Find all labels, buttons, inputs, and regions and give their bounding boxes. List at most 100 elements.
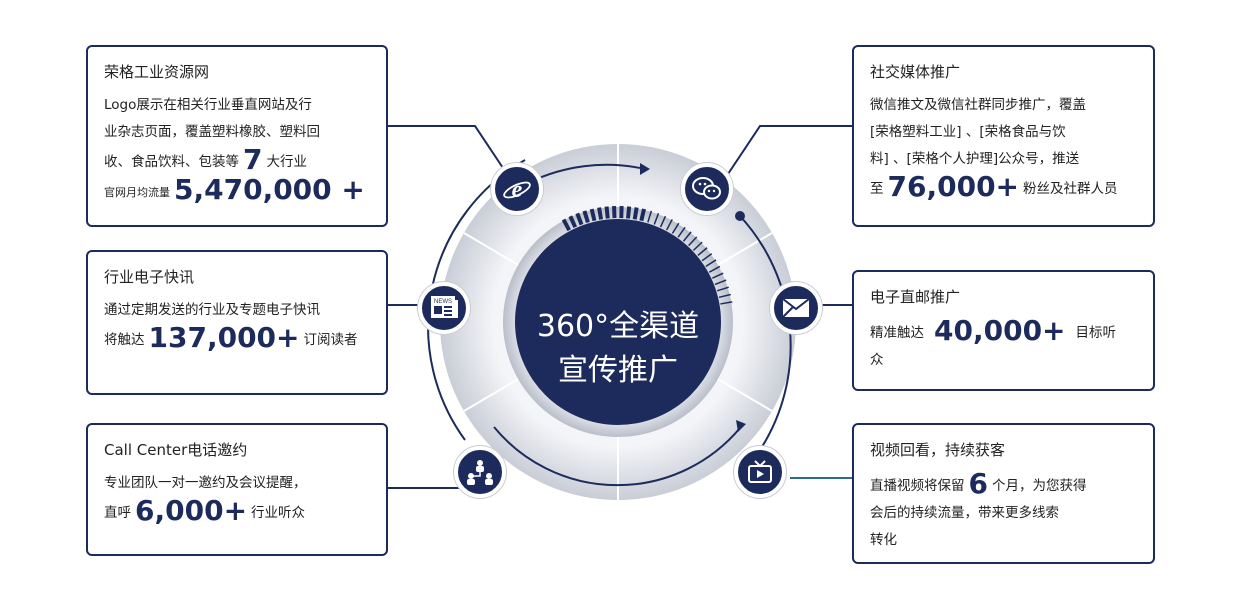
- box-industry-web: 荣格工业资源网 Logo展示在相关行业垂直网站及行 业杂志页面，覆盖塑料橡胶、塑…: [86, 45, 388, 227]
- edm-body: 精准触达 40,000+ 目标听 众: [870, 317, 1137, 374]
- center-title-line1: 360°全渠道: [536, 309, 700, 344]
- enews-title: 行业电子快讯: [104, 268, 195, 286]
- box-edm: 电子直邮推广 精准触达 40,000+ 目标听 众: [852, 270, 1155, 391]
- team-network-icon: [454, 446, 506, 498]
- tick-mark: [677, 226, 686, 238]
- enews-count: 137,000+: [148, 321, 300, 354]
- social-line2: [荣格塑料工业] 、[荣格食品与饮: [870, 124, 1066, 140]
- call-center-line2-post: 行业听众: [251, 505, 306, 521]
- tick-mark: [697, 247, 708, 257]
- tick-mark: [701, 253, 713, 262]
- call-center-line2-pre: 直呼: [104, 505, 131, 521]
- social-line4-post: 粉丝及社群人员: [1023, 181, 1118, 197]
- tick-mark: [688, 236, 698, 247]
- call-center-count: 6,000+: [135, 494, 248, 527]
- industry-web-line3-post: 大行业: [266, 154, 307, 170]
- social-title: 社交媒体推广: [870, 63, 961, 81]
- enews-line2-pre: 将触达: [104, 332, 145, 348]
- edm-line1-post: 目标听: [1075, 325, 1117, 341]
- center-disc: [515, 219, 721, 425]
- social-count: 76,000+: [887, 170, 1020, 203]
- industry-web-traffic-label: 官网月均流量: [104, 186, 170, 199]
- ring-segments: [463, 144, 773, 500]
- edm-count: 40,000+: [934, 314, 1066, 347]
- orbit-arc-top: [529, 163, 641, 183]
- tick-mark: [575, 212, 584, 226]
- industry-web-count: 7: [243, 143, 263, 176]
- tick-mark: [589, 208, 597, 222]
- social-body: 微信推文及微信社群同步推广，覆盖 [荣格塑料工业] 、[荣格食品与饮 料] 、[…: [870, 92, 1137, 203]
- industry-web-line1: Logo展示在相关行业垂直网站及行: [104, 97, 312, 113]
- call-center-line1: 专业团队一对一邀约及会议提醒，: [104, 475, 307, 491]
- tick-mark: [582, 210, 590, 224]
- orbit-dot: [735, 211, 745, 221]
- industry-web-traffic: 5,470,000 +: [174, 173, 365, 206]
- tick-mark: [568, 215, 578, 229]
- tick-mark: [647, 210, 653, 223]
- wechat-icon: [681, 163, 733, 215]
- edm-line1-pre: 精准触达: [870, 325, 924, 341]
- news-label: NEWS: [434, 299, 452, 305]
- tick-mark: [604, 206, 610, 219]
- envelope-icon: [770, 282, 822, 334]
- edm-title: 电子直邮推广: [870, 288, 961, 306]
- video-line2: 会后的持续流量，带来更多线索: [870, 505, 1059, 521]
- tick-mark: [561, 218, 571, 232]
- tick-mark: [682, 231, 692, 242]
- center-title-line2: 宣传推广: [558, 353, 678, 388]
- tick-mark: [716, 286, 729, 292]
- video-line3: 转化: [870, 532, 897, 548]
- orbit-arrow-bottom: [736, 420, 746, 432]
- tick-mark: [632, 207, 639, 220]
- industry-web-title: 荣格工业资源网: [104, 63, 210, 81]
- enews-line1: 通过定期发送的行业及专题电子快讯: [104, 302, 320, 318]
- connector-industry-web: [388, 125, 516, 187]
- tick-mark: [718, 293, 731, 299]
- connector-social: [719, 125, 852, 187]
- video-line1-post: 个月，为您获得: [991, 478, 1087, 494]
- tv-play-icon: [734, 446, 786, 498]
- tick-mark: [659, 215, 667, 228]
- tick-mark: [597, 207, 604, 220]
- progress-ticks: [561, 205, 733, 305]
- social-line3: 料] 、[荣格个人护理]公众号，推送: [870, 151, 1080, 167]
- connector-lines: [388, 125, 852, 489]
- browser-e-icon: e: [491, 163, 543, 215]
- industry-web-line3-pre: 收、食品饮料、包装等: [104, 154, 239, 170]
- industry-web-line4: 官网月均流量 5,470,000 +: [104, 176, 370, 206]
- orbit-arrow-top: [640, 163, 650, 175]
- tick-mark: [692, 241, 703, 251]
- box-social: 社交媒体推广 微信推文及微信社群同步推广，覆盖 [荣格塑料工业] 、[荣格食品与…: [852, 45, 1155, 227]
- enews-line2-post: 订阅读者: [303, 332, 358, 348]
- tick-mark: [671, 222, 680, 234]
- industry-web-body: Logo展示在相关行业垂直网站及行 业杂志页面，覆盖塑料橡胶、塑料回 收、食品饮…: [104, 92, 370, 206]
- call-center-title: Call Center电话邀约: [104, 441, 248, 459]
- tick-mark: [712, 272, 724, 279]
- tick-mark: [720, 301, 733, 305]
- tick-mark: [708, 265, 721, 273]
- industry-web-line2: 业杂志页面，覆盖塑料橡胶、塑料回: [104, 124, 320, 140]
- video-months: 6: [968, 467, 988, 500]
- tick-mark: [665, 219, 673, 231]
- center-title: 360°全渠道 宣传推广: [510, 305, 726, 393]
- social-line4-pre: 至: [870, 181, 884, 197]
- newspaper-icon: NEWS: [418, 282, 470, 334]
- orbit-arc-bottom: [493, 426, 741, 487]
- social-line1: 微信推文及微信社群同步推广，覆盖: [870, 97, 1086, 113]
- tick-mark: [705, 259, 717, 267]
- tick-mark: [714, 279, 727, 286]
- tick-mark: [653, 213, 660, 225]
- video-line1-pre: 直播视频将保留: [870, 478, 965, 494]
- edm-line2: 众: [870, 352, 884, 368]
- video-title: 视频回看，持续获客: [870, 441, 1006, 459]
